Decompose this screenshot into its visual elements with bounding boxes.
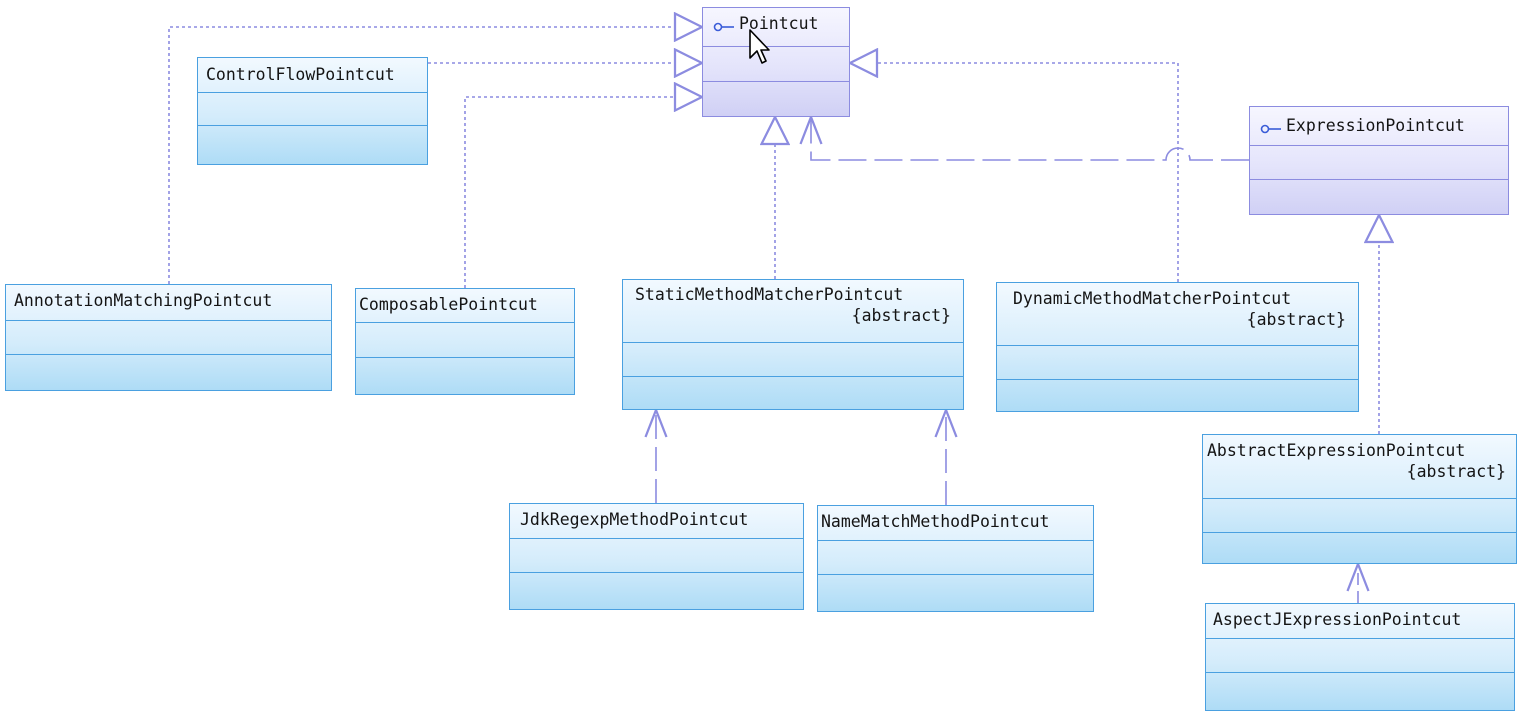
- class-header: AnnotationMatchingPointcut: [6, 285, 331, 310]
- operations-divider: [997, 379, 1358, 380]
- attributes-divider: [1250, 145, 1508, 146]
- operations-divider: [1250, 179, 1508, 180]
- attributes-divider: [198, 92, 427, 93]
- class-header: DynamicMethodMatcherPointcut {abstract}: [997, 283, 1358, 329]
- class-header: AbstractExpressionPointcut {abstract}: [1203, 435, 1516, 481]
- class-name-static-method-matcher-pointcut: StaticMethodMatcherPointcut: [635, 285, 904, 304]
- class-name-match-method-pointcut[interactable]: NameMatchMethodPointcut: [817, 505, 1094, 612]
- mouse-cursor-icon: [749, 29, 770, 64]
- class-name-annotation-matching-pointcut: AnnotationMatchingPointcut: [14, 291, 273, 310]
- class-annotation-matching-pointcut[interactable]: AnnotationMatchingPointcut: [5, 284, 332, 391]
- class-name-pointcut: Pointcut: [739, 14, 819, 33]
- attributes-divider: [6, 320, 331, 321]
- class-dynamic-method-matcher-pointcut[interactable]: DynamicMethodMatcherPointcut {abstract}: [996, 282, 1359, 412]
- edge-expression-to-pointcut: [811, 117, 1249, 161]
- operations-divider: [818, 574, 1093, 575]
- class-name-jdk-regexp-method-pointcut: JdkRegexpMethodPointcut: [520, 510, 749, 529]
- attributes-divider: [818, 540, 1093, 541]
- operations-divider: [1203, 532, 1516, 533]
- class-name-dynamic-method-matcher-pointcut: DynamicMethodMatcherPointcut: [1013, 289, 1292, 308]
- class-header: Pointcut: [703, 8, 849, 33]
- class-header: ControlFlowPointcut: [198, 58, 427, 84]
- lollipop-interface-icon: [1260, 124, 1281, 134]
- class-name-composable-pointcut: ComposablePointcut: [359, 295, 538, 314]
- class-name-abstract-expression-pointcut: AbstractExpressionPointcut: [1207, 441, 1466, 460]
- attributes-divider: [356, 322, 574, 323]
- class-name-aspectj-expression-pointcut: AspectJExpressionPointcut: [1213, 610, 1462, 629]
- class-control-flow-pointcut[interactable]: ControlFlowPointcut: [197, 57, 428, 165]
- class-name-control-flow-pointcut: ControlFlowPointcut: [206, 65, 395, 84]
- attributes-divider: [1206, 638, 1514, 639]
- class-abstract-expression-pointcut[interactable]: AbstractExpressionPointcut {abstract}: [1202, 434, 1517, 564]
- operations-divider: [356, 357, 574, 358]
- class-header: ComposablePointcut: [356, 289, 574, 314]
- class-jdk-regexp-method-pointcut[interactable]: JdkRegexpMethodPointcut: [509, 503, 804, 610]
- attributes-divider: [703, 46, 849, 47]
- attributes-divider: [510, 538, 803, 539]
- class-pointcut[interactable]: Pointcut: [702, 7, 850, 117]
- abstract-stereotype: {abstract}: [851, 306, 951, 325]
- operations-divider: [198, 125, 427, 126]
- operations-divider: [703, 81, 849, 82]
- edge-composable-to-pointcut: [464, 97, 702, 288]
- abstract-stereotype: {abstract}: [1246, 310, 1346, 329]
- operations-divider: [510, 572, 803, 573]
- class-expression-pointcut[interactable]: ExpressionPointcut: [1249, 106, 1509, 215]
- operations-divider: [1206, 672, 1514, 673]
- attributes-divider: [1203, 498, 1516, 499]
- abstract-stereotype: {abstract}: [1406, 462, 1506, 481]
- class-header: NameMatchMethodPointcut: [818, 506, 1093, 531]
- attributes-divider: [623, 342, 963, 343]
- class-name-expression-pointcut: ExpressionPointcut: [1286, 116, 1465, 135]
- class-name-name-match-method-pointcut: NameMatchMethodPointcut: [821, 512, 1050, 531]
- operations-divider: [623, 376, 963, 377]
- class-header: JdkRegexpMethodPointcut: [510, 504, 803, 529]
- operations-divider: [6, 354, 331, 355]
- class-static-method-matcher-pointcut[interactable]: StaticMethodMatcherPointcut {abstract}: [622, 279, 964, 410]
- class-header: AspectJExpressionPointcut: [1206, 604, 1514, 629]
- class-composable-pointcut[interactable]: ComposablePointcut: [355, 288, 575, 395]
- attributes-divider: [997, 345, 1358, 346]
- class-aspectj-expression-pointcut[interactable]: AspectJExpressionPointcut: [1205, 603, 1515, 711]
- class-header: StaticMethodMatcherPointcut {abstract}: [623, 280, 963, 325]
- class-header: ExpressionPointcut: [1250, 107, 1508, 135]
- edge-dynamic-to-pointcut: [850, 63, 1179, 282]
- lollipop-interface-icon: [713, 22, 734, 32]
- edge-annotation-to-pointcut: [168, 27, 702, 284]
